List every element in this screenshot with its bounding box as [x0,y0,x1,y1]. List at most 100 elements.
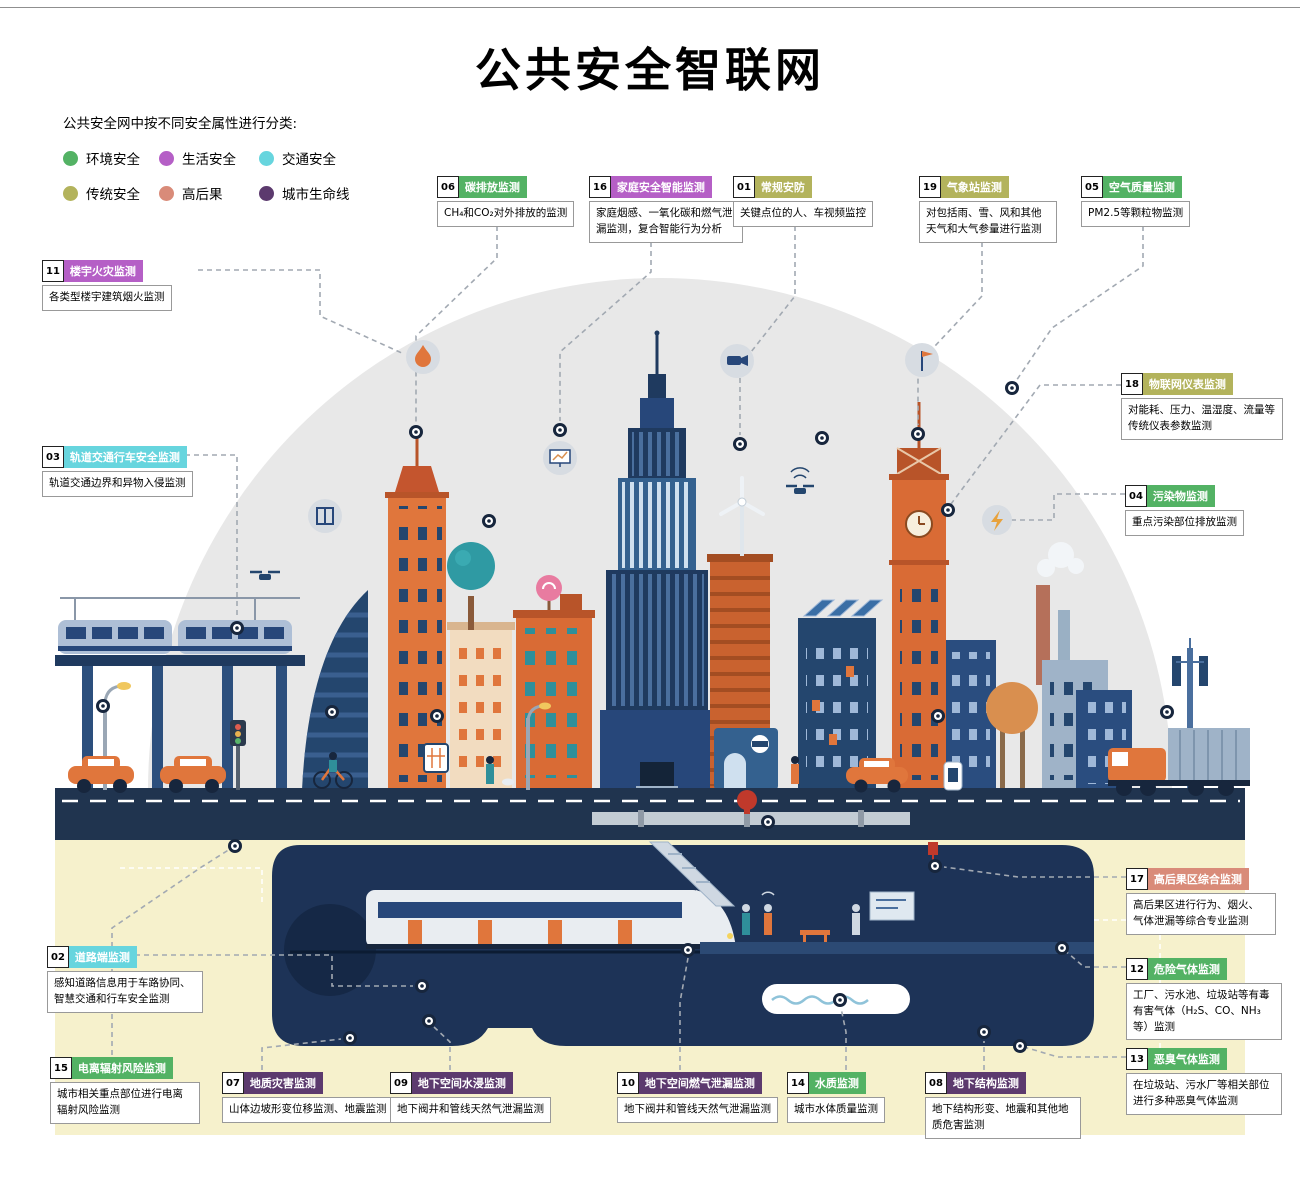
callout-title: 楼宇火灾监测 [63,260,143,282]
pedestrian [486,756,514,786]
callout-title: 危险气体监测 [1147,958,1227,980]
drone-icon [250,570,280,580]
connector-12 [1061,947,1126,968]
pedestrian [791,756,799,784]
connector-09 [433,1026,451,1070]
sensor-dot-icon [815,431,829,445]
connector-10 [679,957,689,1070]
legend: 公共安全网中按不同安全属性进行分类: 环境安全 生活安全 交通安全 传统安全 高… [63,112,389,203]
connector-01 [739,226,796,435]
legend-label: 生活安全 [182,152,236,168]
sensor-dot-icon [1005,381,1019,395]
sensor-dot-icon [230,621,244,635]
callout-desc: 重点污染部位排放监测 [1125,510,1244,536]
sensor-dot-icon [96,699,110,713]
wind-vane-icon [905,343,939,377]
main-title: 公共安全智联网 [475,43,825,97]
sensor-dot-icon [1160,705,1174,719]
connector-18 [947,384,1121,509]
callout-desc: 家庭烟感、一氧化碳和燃气泄漏监测，复合智能行为分析 [589,201,743,243]
callout-title: 高后果区综合监测 [1147,868,1249,890]
callout-number: 13 [1126,1048,1148,1070]
legend-label: 高后果 [182,187,223,203]
callout-title: 家庭安全智能监测 [610,176,712,198]
sensor-dot-icon [1013,1039,1027,1053]
callout-title: 电离辐射风险监测 [71,1057,173,1079]
connector-19 [917,242,983,425]
callout-number: 18 [1121,373,1143,395]
info-board [869,891,915,921]
sensor-dot-icon [482,514,496,528]
connector-13 [1023,1046,1126,1058]
legend-item-traffic: 交通安全 [259,148,389,168]
callout-desc: 关键点位的人、车视频监控 [733,201,873,227]
callout-title: 轨道交通行车安全监测 [63,446,187,468]
callout-desc: 城市水体质量监测 [787,1097,885,1123]
legend-dot [259,150,274,166]
callout-desc: 地下阀井和管线天然气泄漏监测 [617,1097,778,1123]
connector-17 [943,866,1126,878]
callout-number: 09 [390,1072,412,1094]
callout-title: 污染物监测 [1146,485,1215,507]
orange-wide-building [513,594,595,790]
legend-dot [159,150,174,166]
drone-icon [786,467,814,494]
connector-16 [559,242,652,421]
camera-icon [720,344,754,378]
telecom-mast [1172,638,1208,790]
connector-14 [840,1007,847,1070]
sensor-dot-icon [733,437,747,451]
connector-04 [982,493,1125,521]
sensor-dot-icon [1055,941,1069,955]
callout-number: 08 [925,1072,947,1094]
sensor-dot-icon [911,427,925,441]
callout-number: 03 [42,446,64,468]
sensor-dot-icon [228,839,242,853]
sensor-dot-icon [928,859,942,873]
callout-desc: 对能耗、压力、温湿度、流量等传统仪表参数监测 [1121,398,1283,440]
central-skyscraper [600,330,714,790]
traffic-light [230,720,246,790]
legend-dot [259,185,274,201]
monitor-icon [543,441,577,475]
sensor-dot-icon [343,1031,357,1045]
bench [800,930,830,935]
street-lamp [526,702,551,790]
legend-item-traditional: 传统安全 [63,183,159,203]
top-divider [0,7,1300,8]
callout-number: 06 [437,176,459,198]
legend-dot [63,150,78,166]
city-buildings [55,330,1208,790]
callout-number: 16 [589,176,611,198]
wind-turbine [719,476,765,556]
passenger [742,904,750,935]
tree [447,542,495,630]
clock-tower [889,402,949,790]
sensor-dot-icon [833,993,847,1007]
callout-number: 14 [787,1072,809,1094]
callout-desc: 山体边坡形变位移监测、地震监测 [222,1097,394,1123]
sensor-dot-icon [977,1025,991,1039]
legend-label: 城市生命线 [282,187,350,203]
legend-grid: 环境安全 生活安全 交通安全 传统安全 高后果 城市生命线 [63,148,389,203]
callout-number: 10 [617,1072,639,1094]
callout-title: 地质灾害监测 [243,1072,323,1094]
street-objects [68,682,1250,796]
truck [1108,728,1250,796]
callout-title: 地下空间水浸监测 [411,1072,513,1094]
callout-desc: 轨道交通边界和异物入侵监测 [42,471,193,497]
monitor-device [423,743,449,773]
passenger [852,904,860,935]
sensor-dot-icon [931,709,945,723]
